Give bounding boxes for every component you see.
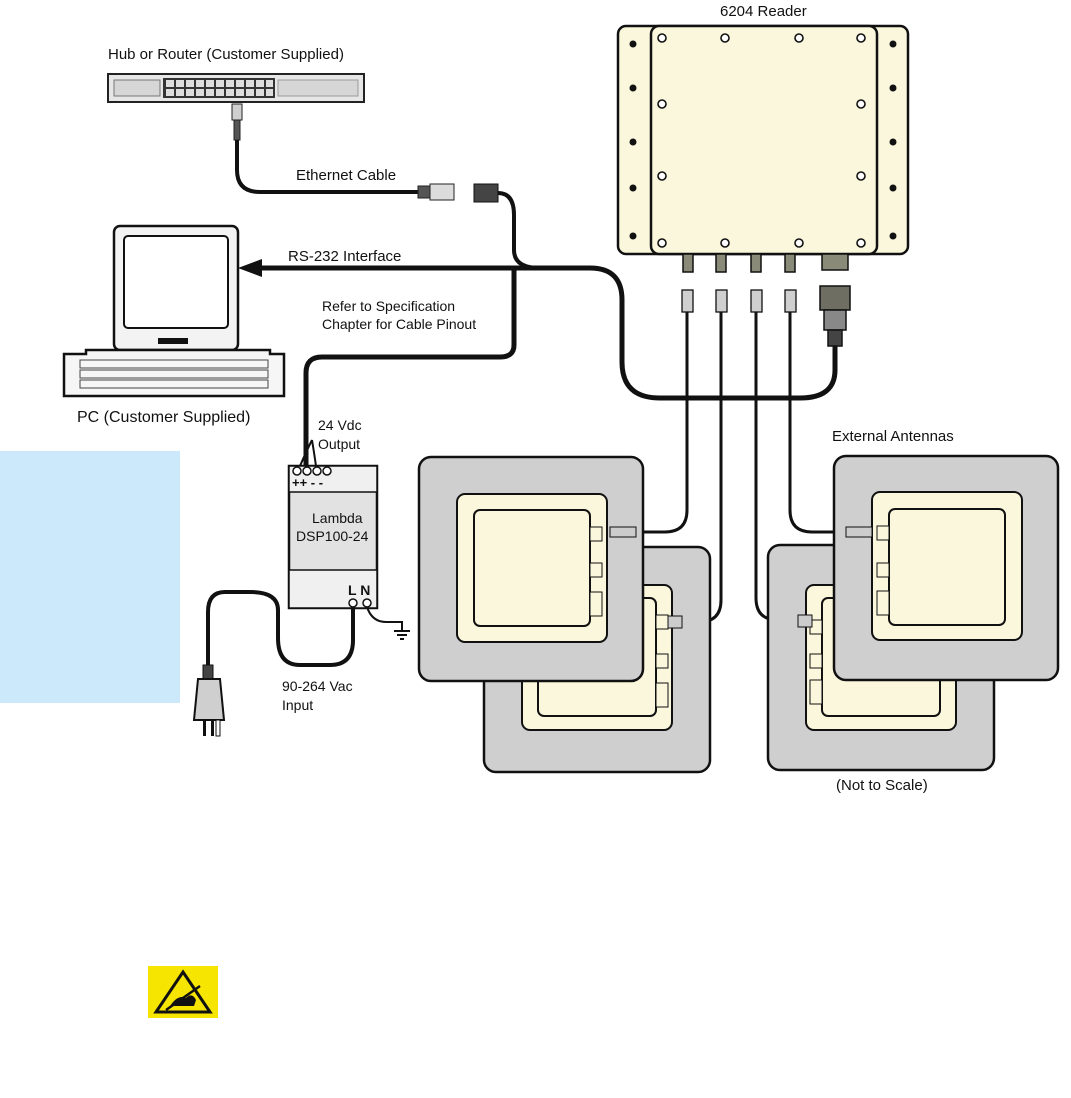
power-plug-icon	[194, 592, 353, 736]
router-icon	[108, 74, 364, 102]
reader-unit	[618, 26, 908, 346]
esd-warning-icon	[148, 966, 218, 1018]
vdc-label-line1: 24 Vdc	[318, 417, 362, 434]
ethernet-cable	[232, 104, 540, 268]
vac-label-line2: Input	[282, 697, 313, 714]
rs232-label: RS-232 Interface	[288, 248, 401, 265]
hub-label: Hub or Router (Customer Supplied)	[108, 46, 344, 63]
psu-terminals-label: ++ - -	[292, 474, 323, 491]
antenna-left-front	[419, 457, 643, 681]
not-to-scale-label: (Not to Scale)	[836, 777, 928, 794]
rs232-arrow	[238, 259, 262, 277]
psu-ln-label: L N	[348, 582, 370, 599]
vac-label-line1: 90-264 Vac	[282, 678, 353, 695]
pc-label: PC (Customer Supplied)	[77, 409, 250, 427]
antenna-right-front	[834, 456, 1058, 680]
ethernet-label: Ethernet Cable	[296, 167, 396, 184]
refer-label-line1: Refer to Specification	[322, 298, 455, 315]
ground-icon	[367, 607, 410, 639]
reader-label: 6204 Reader	[720, 3, 807, 20]
psu-label-line1: Lambda	[312, 510, 363, 527]
refer-label-line2: Chapter for Cable Pinout	[322, 316, 476, 333]
psu-label-line2: DSP100-24	[296, 528, 368, 545]
pc-icon	[64, 226, 284, 396]
antennas-label: External Antennas	[832, 428, 954, 445]
vdc-label-line2: Output	[318, 436, 360, 453]
